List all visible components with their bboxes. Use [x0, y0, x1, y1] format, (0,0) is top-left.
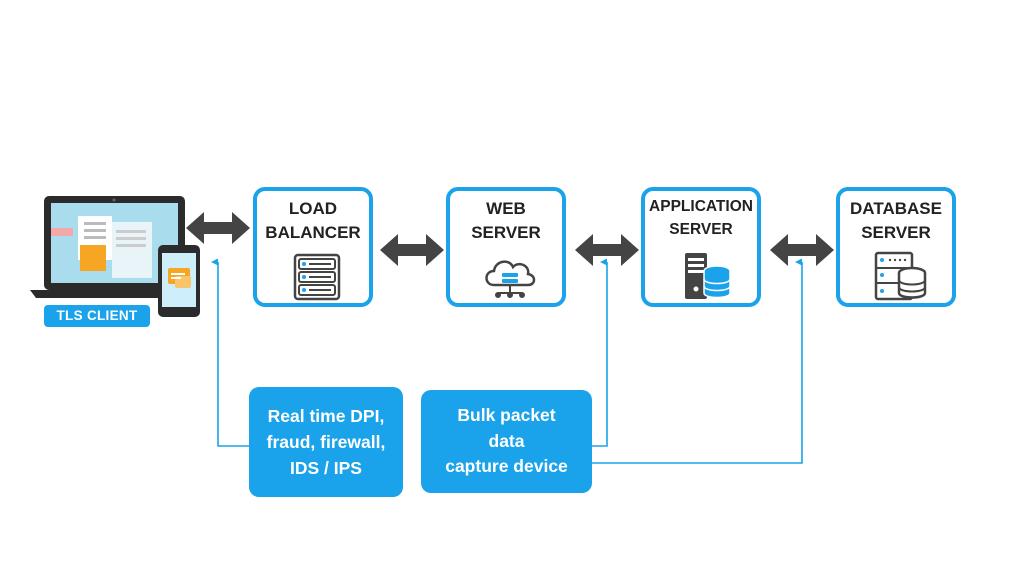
dpi-monitor-box[interactable]: Real time DPI, fraud, firewall, IDS / IP…	[249, 387, 403, 497]
tap-line-db	[592, 258, 803, 464]
node-title: WEB SERVER	[471, 199, 541, 242]
database-rack-icon	[874, 251, 927, 301]
node-title: APPLICATION SERVER	[649, 198, 753, 238]
double-arrow-icon	[186, 212, 250, 244]
server-database-icon	[685, 253, 731, 299]
web-server-node[interactable]: WEB SERVER	[446, 187, 566, 307]
double-arrow-icon	[770, 234, 834, 266]
node-title: LOAD BALANCER	[265, 199, 361, 242]
tap-line-app	[592, 258, 608, 447]
tap-line-client	[211, 258, 249, 447]
load-balancer-node[interactable]: LOAD BALANCER	[253, 187, 373, 307]
database-server-node[interactable]: DATABASE SERVER	[836, 187, 956, 307]
double-arrow-icon	[380, 234, 444, 266]
tls-client-label: TLS CLIENT	[44, 305, 150, 327]
double-arrow-icon	[575, 234, 639, 266]
laptop-icon	[30, 196, 198, 298]
node-title: DATABASE SERVER	[850, 199, 942, 242]
cloud-network-icon	[485, 260, 536, 298]
phone-icon	[158, 245, 200, 317]
packet-capture-box[interactable]: Bulk packet data capture device	[421, 390, 592, 493]
application-server-node[interactable]: APPLICATION SERVER	[641, 187, 761, 307]
server-rack-icon	[293, 253, 341, 301]
